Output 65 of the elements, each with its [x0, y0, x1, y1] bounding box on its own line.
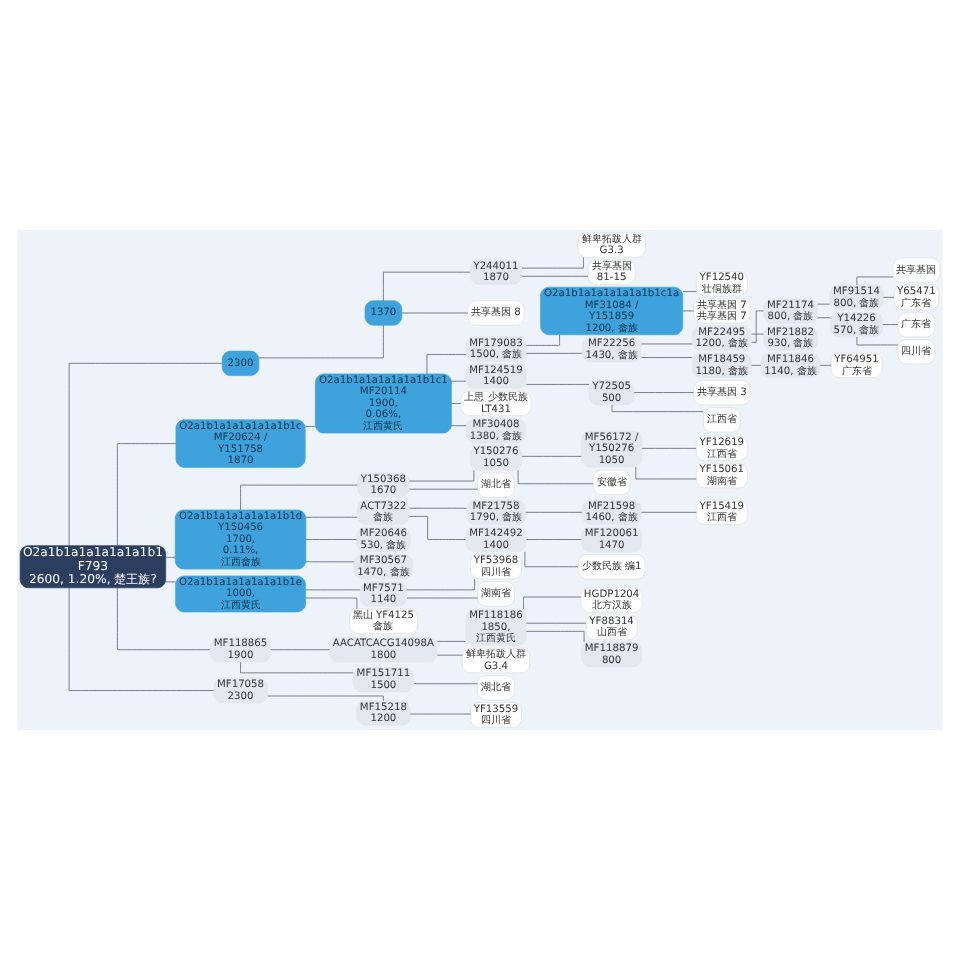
connector: [682, 291, 697, 292]
connector: [641, 511, 697, 513]
connector: [258, 324, 384, 359]
connector: [305, 516, 358, 518]
connector: [165, 581, 176, 583]
connector: [436, 641, 467, 642]
connector: [240, 484, 358, 511]
connector: [240, 661, 354, 674]
connector: [426, 354, 467, 375]
connector: [406, 597, 479, 599]
connector: [819, 364, 832, 366]
connector: [525, 630, 585, 643]
connector: [409, 713, 471, 715]
connector: [641, 357, 693, 358]
connector: [641, 447, 697, 449]
connector: [305, 539, 357, 540]
connector: [635, 466, 697, 480]
connector: [305, 589, 361, 591]
connector: [409, 507, 467, 509]
connector: [451, 403, 462, 404]
connector: [521, 256, 584, 269]
connector: [751, 364, 762, 366]
connector: [525, 539, 582, 540]
connector: [117, 587, 211, 651]
connector: [401, 312, 469, 314]
connector: [383, 271, 471, 302]
connector: [436, 654, 463, 656]
connector: [856, 276, 894, 286]
connector: [451, 380, 467, 382]
connector: [408, 469, 475, 482]
connector: [409, 488, 478, 490]
connector: [68, 362, 223, 546]
connector: [883, 296, 895, 298]
connector: [117, 443, 177, 546]
connector: [521, 275, 589, 277]
connector: [68, 587, 214, 691]
connector: [517, 469, 594, 485]
connector: [856, 336, 899, 346]
connector: [413, 683, 478, 685]
connector: [270, 649, 330, 651]
connector: [521, 455, 582, 457]
connector: [633, 392, 694, 393]
connector: [267, 695, 384, 702]
connector: [524, 551, 579, 568]
connector: [682, 310, 694, 312]
connector: [409, 516, 466, 540]
connector: [525, 622, 587, 624]
connector: [305, 597, 358, 610]
connector: [611, 404, 704, 413]
connector: [525, 334, 560, 346]
connector: [523, 596, 582, 610]
connector: [882, 324, 899, 325]
connector: [525, 352, 583, 354]
connector: [751, 333, 764, 335]
connector: [305, 561, 355, 563]
connector: [817, 317, 831, 319]
connector: [817, 303, 831, 305]
connector: [165, 556, 176, 558]
connector: [406, 578, 475, 591]
connector: [525, 511, 583, 513]
connector: [304, 426, 316, 427]
connector: [525, 384, 590, 385]
connector: [451, 425, 467, 427]
connector: [641, 343, 693, 345]
connector: [751, 310, 764, 343]
